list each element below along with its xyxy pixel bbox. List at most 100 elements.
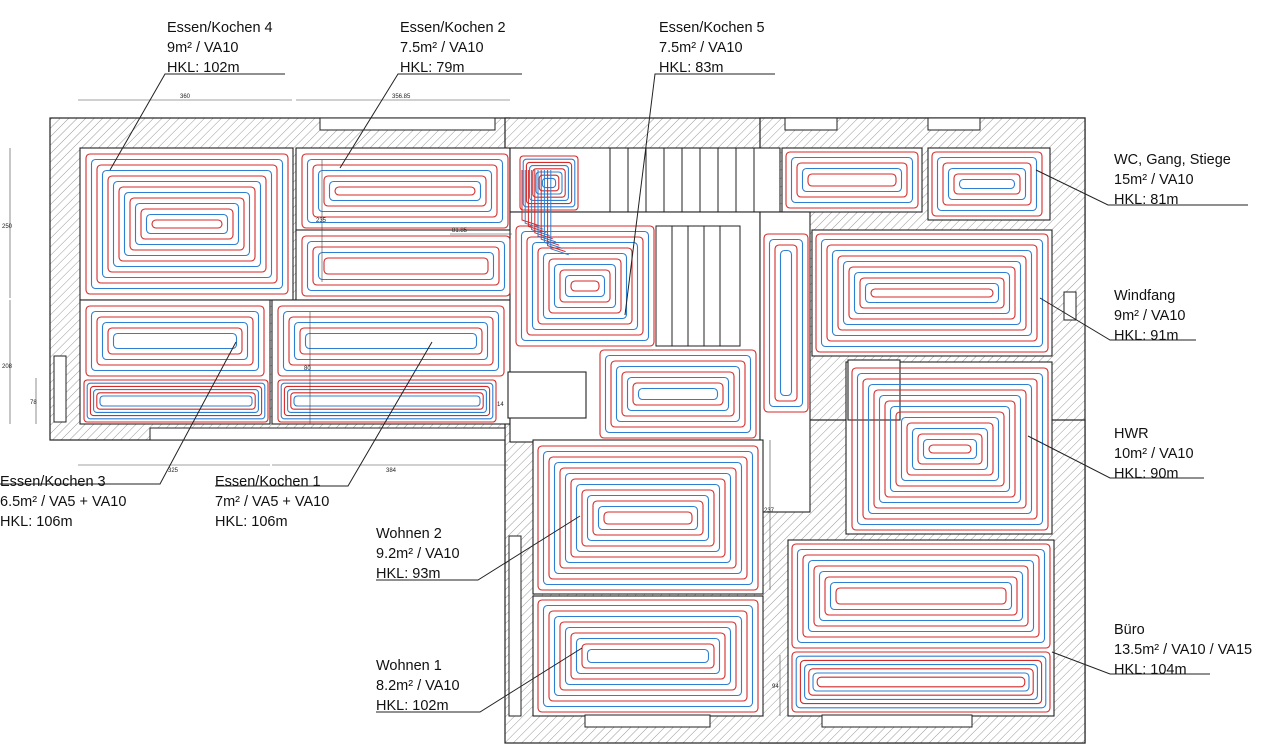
pipe-loop — [542, 252, 628, 320]
pipe-loop — [917, 433, 983, 465]
pipe-loop — [541, 177, 557, 189]
shaft — [507, 371, 587, 419]
dim-label: 14 — [497, 402, 504, 408]
dim-label: 356.85 — [392, 94, 411, 100]
pipe-loop — [796, 162, 908, 198]
svg-text:7.5m² / VA10: 7.5m² / VA10 — [659, 40, 743, 56]
window — [927, 117, 981, 131]
window — [584, 714, 711, 728]
windows — [53, 117, 1077, 728]
pipe-loop — [603, 511, 693, 525]
coil-hwr — [851, 367, 1049, 531]
pipe-loop — [958, 178, 1016, 190]
pipe-loop — [85, 305, 265, 377]
pipe-loop — [801, 167, 903, 193]
coil-wohnen-1 — [537, 599, 759, 713]
pipe-loop — [312, 246, 500, 286]
pipe-loop — [290, 392, 484, 410]
pipe-loop — [520, 230, 650, 342]
pipe-loop — [807, 173, 897, 187]
pipe-loop — [107, 327, 243, 355]
pipe-loop — [586, 648, 710, 664]
pipe-loop — [796, 548, 1046, 644]
label-essen-kochen-4: Essen/Kochen 4 9m² / VA10 HKL: 102m — [167, 20, 273, 76]
circuit-labels: Essen/Kochen 4 9m² / VA10 HKL: 102m Esse… — [0, 20, 1252, 714]
label-hwr: HWR 10m² / VA10 HKL: 90m — [1114, 426, 1194, 482]
coil-wc-gang — [785, 151, 919, 209]
pipe-loop — [564, 626, 732, 686]
svg-text:9m² / VA10: 9m² / VA10 — [167, 40, 238, 56]
svg-text:Essen/Kochen 1: Essen/Kochen 1 — [215, 474, 321, 490]
svg-text:HKL: 91m: HKL: 91m — [1114, 328, 1178, 344]
label-windfang: Windfang 9m² / VA10 HKL: 91m — [1114, 288, 1185, 344]
stair-treads — [609, 148, 755, 347]
pipe-loop — [299, 327, 483, 355]
svg-text:Essen/Kochen 3: Essen/Kochen 3 — [0, 474, 106, 490]
pipe-loop — [548, 456, 748, 580]
pipe-loop — [947, 167, 1027, 201]
pipe-loop — [96, 392, 256, 410]
pipe-loop — [820, 238, 1044, 348]
room-gang — [759, 211, 811, 513]
pipe-loop — [829, 581, 1013, 611]
pipe-loop — [317, 169, 493, 213]
pipe-loop — [522, 158, 576, 208]
pipe-loop — [884, 400, 1016, 498]
coil-buero-b — [791, 651, 1051, 713]
window — [1063, 291, 1077, 321]
pipe-loop — [835, 587, 1007, 605]
pipe-loop — [548, 258, 622, 314]
label-essen-kochen-2: Essen/Kochen 2 7.5m² / VA10 HKL: 79m — [400, 20, 506, 76]
svg-text:13.5m² / VA10 / VA15: 13.5m² / VA10 / VA15 — [1114, 642, 1252, 658]
svg-text:HKL: 93m: HKL: 93m — [376, 566, 440, 582]
label-wohnen-2: Wohnen 2 9.2m² / VA10 HKL: 93m — [376, 526, 460, 582]
pipe-loop — [334, 186, 476, 196]
pipe-loop — [93, 389, 259, 413]
pipe-loop — [553, 263, 617, 309]
pipe-loop — [553, 461, 743, 575]
room-essen-kochen-4 — [79, 147, 294, 301]
pipe-loop — [542, 450, 754, 586]
pipe-loop — [632, 382, 724, 406]
pipe-loop — [816, 676, 1026, 688]
label-essen-kochen-3: Essen/Kochen 3 6.5m² / VA5 + VA10 HKL: 1… — [0, 474, 126, 530]
dim-label: 78 — [30, 400, 37, 406]
supply-bundle — [521, 170, 569, 256]
coil-wohnen-2 — [537, 445, 759, 591]
pipe-run — [531, 170, 550, 237]
pipe-loop — [101, 321, 249, 361]
pipe-loop — [878, 394, 1022, 504]
pipe-loop — [123, 191, 251, 257]
dim-label: 325 — [168, 468, 179, 474]
pipe-loop — [812, 672, 1030, 692]
pipe-loop — [548, 610, 748, 702]
pipe-loop — [312, 164, 498, 218]
pipe-loop — [815, 233, 1049, 353]
svg-text:HKL: 104m: HKL: 104m — [1114, 662, 1187, 678]
pipe-loop — [831, 249, 1033, 337]
svg-text:Büro: Büro — [1114, 622, 1145, 638]
dim-label: 360 — [180, 94, 191, 100]
pipe-loop — [859, 277, 1005, 309]
pipe-loop — [813, 565, 1029, 627]
coil-wc — [931, 151, 1043, 217]
pipe-loop — [615, 365, 741, 423]
pipe-loop — [90, 310, 260, 372]
pipe-loop — [151, 219, 223, 229]
pipe-loop — [862, 378, 1038, 520]
room-essen-kochen-2 — [295, 147, 511, 237]
pipe-loop — [856, 372, 1044, 526]
pipe-loop — [277, 305, 505, 377]
pipe-loop — [525, 161, 573, 205]
pipe-run — [524, 170, 544, 230]
pipe-loop — [851, 367, 1049, 531]
room-essen-kochen-1 — [271, 299, 511, 425]
pipe-loop — [570, 632, 726, 680]
pipe-loop — [288, 316, 494, 366]
pipe-loop — [804, 664, 1038, 700]
dim-label: 384 — [386, 468, 397, 474]
svg-text:WC, Gang, Stiege: WC, Gang, Stiege — [1114, 152, 1231, 168]
pipe-loop — [112, 332, 238, 350]
pipe-loop — [145, 213, 229, 235]
svg-text:HKL: 102m: HKL: 102m — [376, 698, 449, 714]
